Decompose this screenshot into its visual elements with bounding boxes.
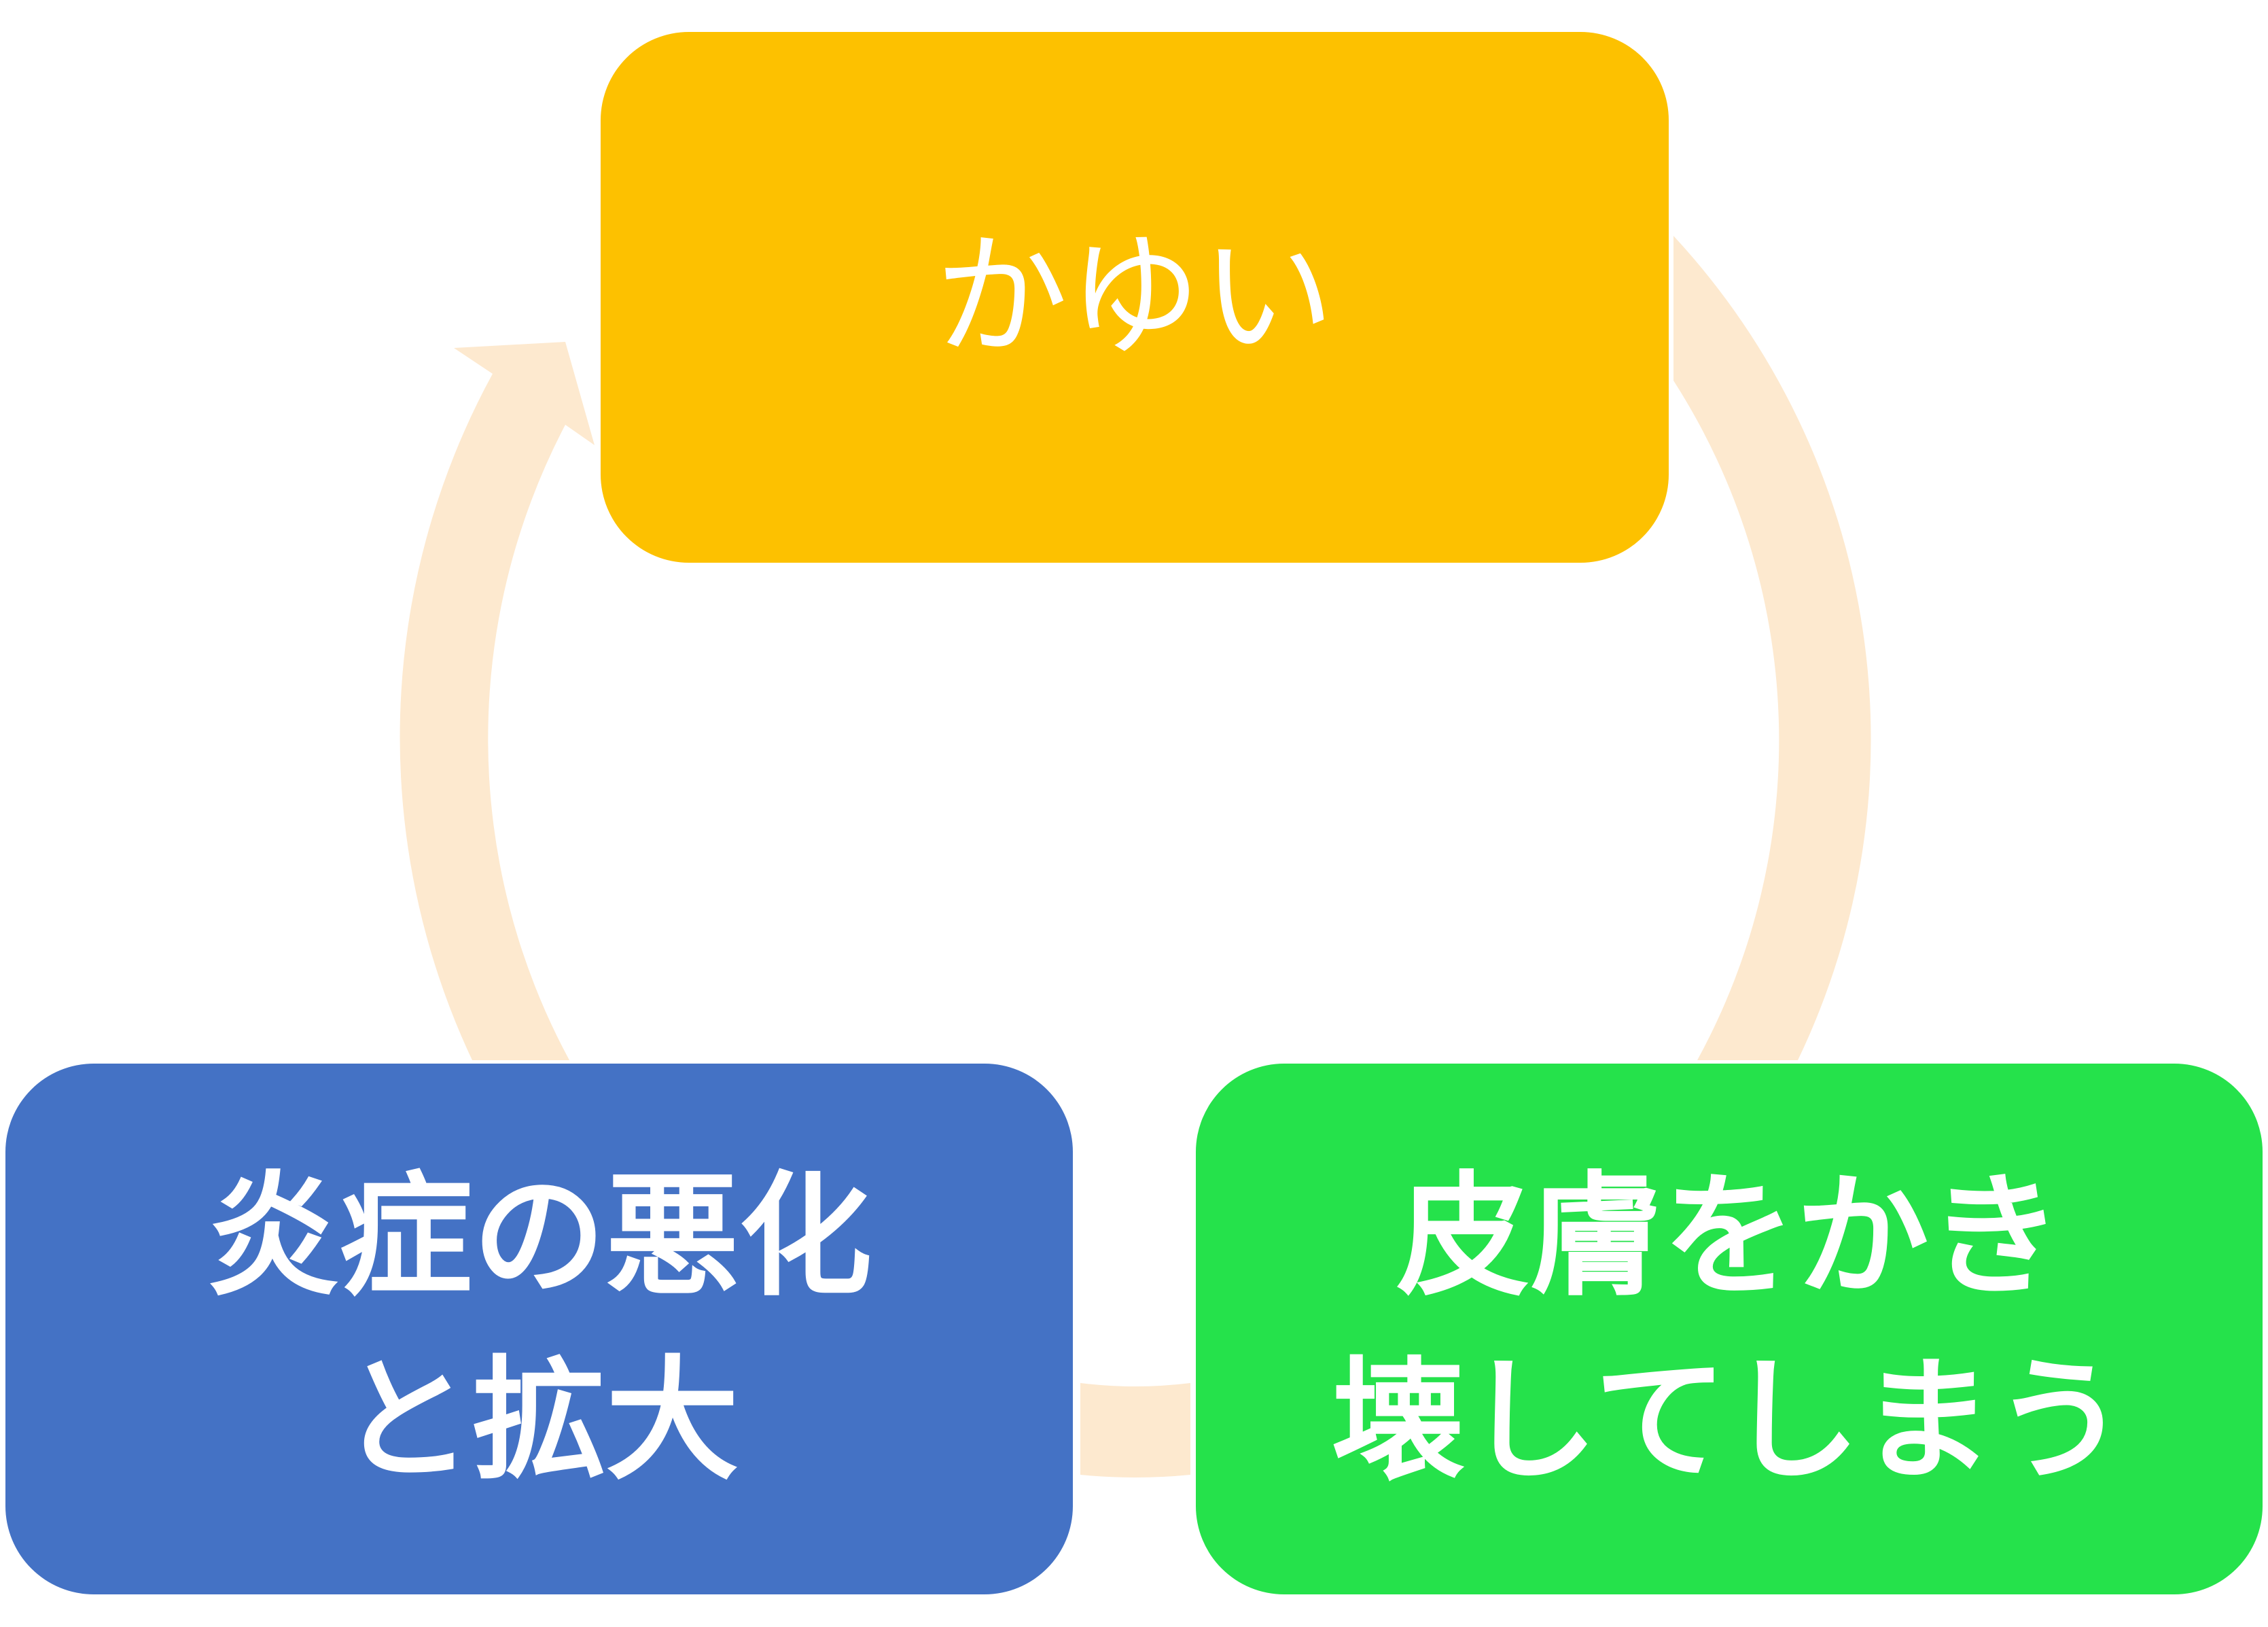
- node-scratch-label: 皮膚をかき 壊してしまう: [1331, 1159, 2127, 1499]
- node-scratch: 皮膚をかき 壊してしまう: [1196, 1064, 2263, 1594]
- arc-itch-to-scratch: [1673, 236, 1871, 1060]
- node-itch: かゆい: [601, 32, 1669, 563]
- arc-inflame-to-itch: [400, 342, 595, 1060]
- node-itch-label: かゆい: [934, 220, 1334, 375]
- arc-scratch-to-inflame: [1080, 1383, 1190, 1477]
- node-inflame: 炎症の悪化 と拡大: [5, 1064, 1073, 1594]
- node-inflame-label: 炎症の悪化 と拡大: [206, 1159, 872, 1499]
